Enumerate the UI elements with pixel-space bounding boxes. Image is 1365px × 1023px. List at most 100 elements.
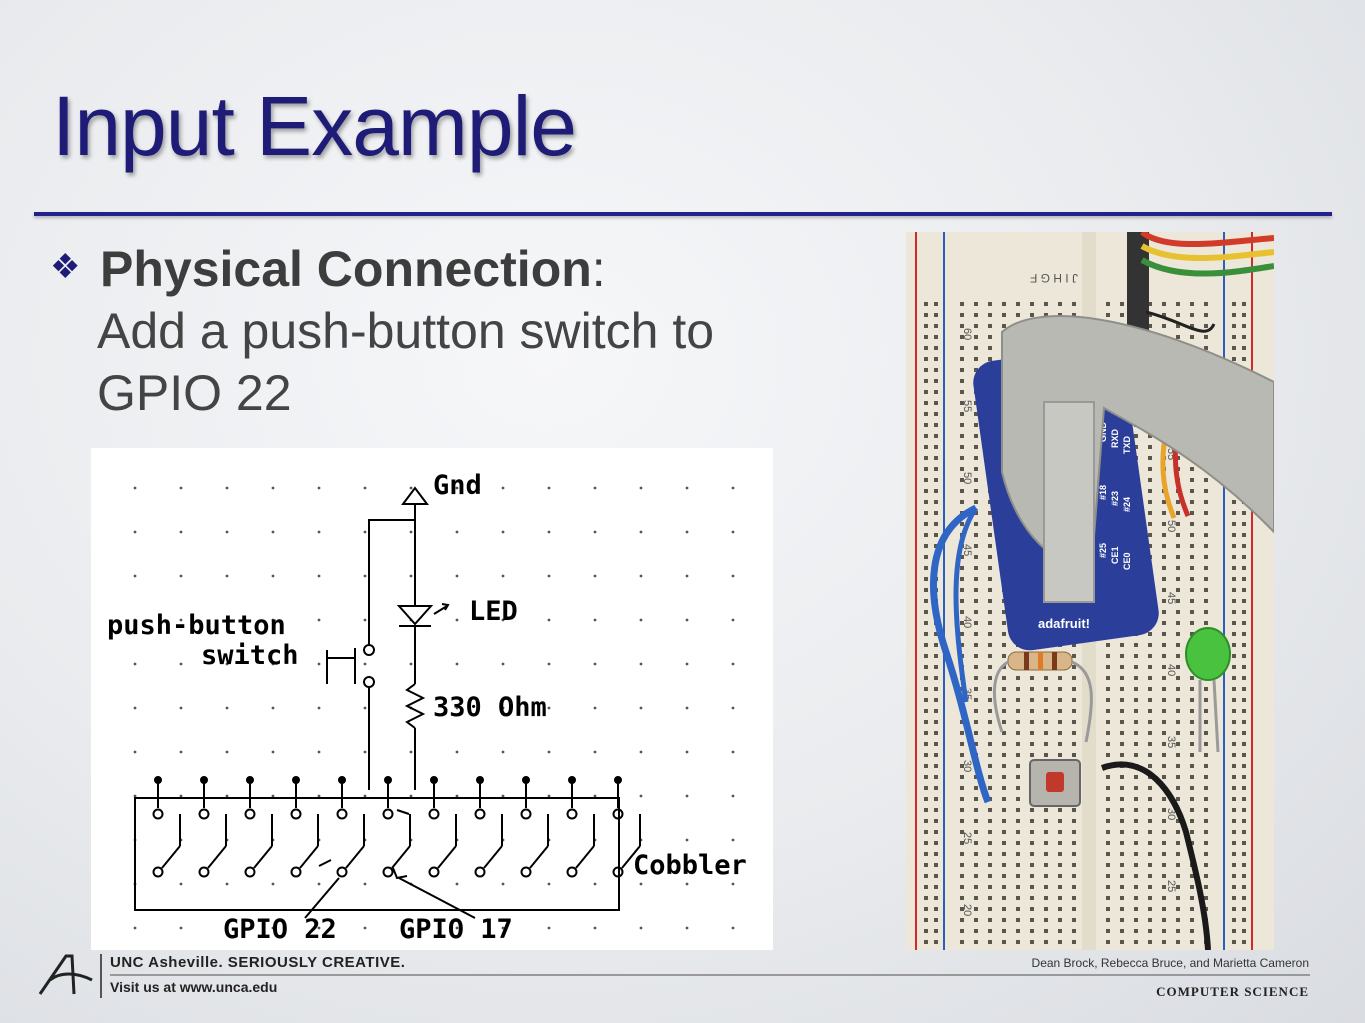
breadboard-hole <box>1002 874 1006 878</box>
cobbler-pin-contact <box>152 808 164 820</box>
breadboard-hole <box>1106 643 1110 647</box>
breadboard-hole <box>924 610 928 614</box>
grid-dot <box>639 926 643 930</box>
breadboard-hole <box>1204 896 1208 900</box>
switch-label-line-1: push-button <box>107 610 286 641</box>
breadboard-hole <box>1190 764 1194 768</box>
breadboard-hole <box>974 588 978 592</box>
breadboard-hole <box>1002 621 1006 625</box>
grid-dot <box>731 882 735 886</box>
breadboard-hole <box>1134 654 1138 658</box>
grid-dot <box>639 662 643 666</box>
breadboard-hole <box>988 610 992 614</box>
breadboard-hole <box>960 852 964 856</box>
breadboard-hole <box>1030 929 1034 933</box>
breadboard-hole <box>1016 742 1020 746</box>
breadboard-hole <box>1204 742 1208 746</box>
breadboard-hole <box>1044 720 1048 724</box>
breadboard-hole <box>1148 874 1152 878</box>
breadboard-hole <box>960 808 964 812</box>
breadboard-hole <box>1232 555 1236 559</box>
breadboard-hole <box>1232 797 1236 801</box>
cobbler-pin-label: TXD <box>1122 435 1132 454</box>
grid-dot <box>179 750 183 754</box>
breadboard-hole <box>960 896 964 900</box>
breadboard-hole <box>988 302 992 306</box>
schematic-drawing <box>133 486 735 930</box>
breadboard-hole <box>1232 665 1236 669</box>
grid-dot <box>133 750 137 754</box>
grid-dot <box>133 706 137 710</box>
breadboard-hole <box>1120 808 1124 812</box>
breadboard-hole <box>934 819 938 823</box>
row-number-left: 40 <box>961 616 973 628</box>
grid-dot <box>179 574 183 578</box>
breadboard-hole <box>988 786 992 790</box>
bullet-heading: Physical Connection <box>100 241 592 297</box>
breadboard-hole <box>1232 632 1236 636</box>
breadboard-hole <box>1058 302 1062 306</box>
cobbler-pin-dot <box>476 776 484 784</box>
breadboard-hole <box>960 885 964 889</box>
breadboard-hole <box>1072 896 1076 900</box>
breadboard-hole <box>988 863 992 867</box>
breadboard-hole <box>924 588 928 592</box>
breadboard-hole <box>1044 313 1048 317</box>
breadboard-hole <box>1016 709 1020 713</box>
adafruit-logo-text: adafruit! <box>1038 616 1090 631</box>
breadboard-hole <box>1162 643 1166 647</box>
breadboard-hole <box>974 819 978 823</box>
breadboard-hole <box>1242 929 1246 933</box>
grid-dot <box>593 574 597 578</box>
breadboard-hole <box>1190 753 1194 757</box>
breadboard-hole <box>974 797 978 801</box>
grid-dot <box>731 662 735 666</box>
breadboard-hole <box>1058 753 1062 757</box>
breadboard-hole <box>924 467 928 471</box>
breadboard-hole <box>974 302 978 306</box>
grid-dot <box>455 486 459 490</box>
breadboard-hole <box>1030 687 1034 691</box>
grid-dot <box>363 618 367 622</box>
resistor-symbol-icon <box>404 683 426 729</box>
breadboard-hole <box>974 610 978 614</box>
breadboard-hole <box>1148 753 1152 757</box>
breadboard-hole <box>1242 632 1246 636</box>
grid-dot <box>639 530 643 534</box>
grid-dot <box>363 882 367 886</box>
breadboard-hole <box>1162 599 1166 603</box>
cobbler-pin-contact <box>428 808 440 820</box>
breadboard-hole <box>988 511 992 515</box>
breadboard-hole <box>1134 698 1138 702</box>
breadboard-hole <box>1204 324 1208 328</box>
breadboard-hole <box>1232 841 1236 845</box>
breadboard-hole <box>1162 577 1166 581</box>
breadboard-hole <box>1134 830 1138 834</box>
grid-dot <box>501 750 505 754</box>
breadboard-hole <box>934 456 938 460</box>
breadboard-hole <box>974 676 978 680</box>
breadboard-hole <box>1030 907 1034 911</box>
grid-dot <box>225 486 229 490</box>
breadboard-hole <box>1134 753 1138 757</box>
breadboard-hole <box>988 577 992 581</box>
breadboard-hole <box>1148 632 1152 636</box>
footer-visit-link[interactable]: Visit us at www.unca.edu <box>110 979 278 995</box>
grid-dot <box>179 530 183 534</box>
breadboard-hole <box>1106 709 1110 713</box>
breadboard-hole <box>1044 753 1048 757</box>
breadboard-hole <box>974 808 978 812</box>
breadboard-hole <box>988 346 992 350</box>
breadboard-hole <box>1106 907 1110 911</box>
breadboard-hole <box>1242 753 1246 757</box>
breadboard-hole <box>988 885 992 889</box>
switch-contact-top <box>363 644 375 656</box>
grid-dot <box>547 618 551 622</box>
breadboard-hole <box>1134 896 1138 900</box>
breadboard-hole <box>1106 786 1110 790</box>
breadboard-hole <box>934 478 938 482</box>
row-number-left: 30 <box>961 760 973 772</box>
breadboard-hole <box>1232 313 1236 317</box>
breadboard-hole <box>1176 566 1180 570</box>
breadboard-hole <box>1242 621 1246 625</box>
